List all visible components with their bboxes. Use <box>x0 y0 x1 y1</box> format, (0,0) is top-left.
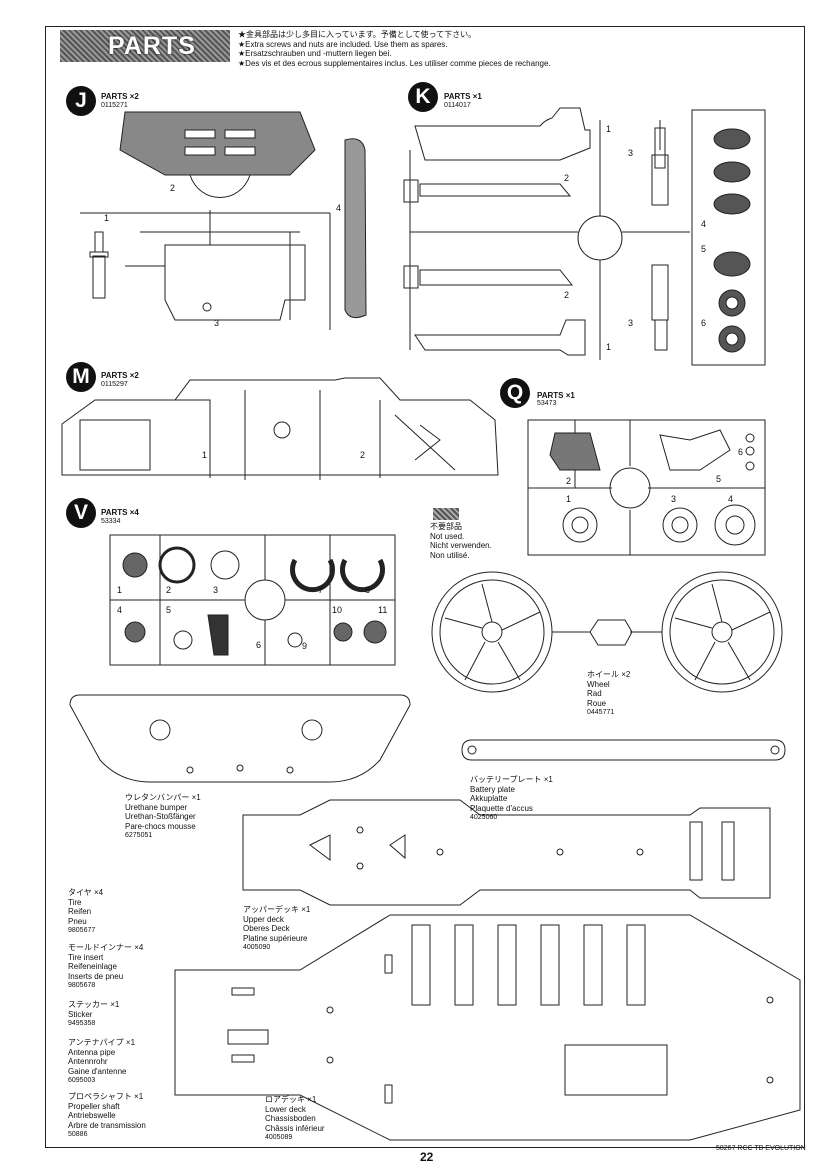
sprue-q-code: 53473 <box>537 400 557 407</box>
part-number: 5 <box>716 474 722 484</box>
lower-deck-drawing <box>175 915 800 1140</box>
part-number: 8 <box>365 585 371 595</box>
wheel-drawing <box>432 572 782 692</box>
part-number: 7 <box>318 585 324 595</box>
note-fr: ★Des vis et des ecrous supplementaires i… <box>238 58 551 68</box>
upper-deck-drawing <box>243 800 770 905</box>
part-number: 4 <box>336 203 342 213</box>
part-number: 6 <box>701 318 707 328</box>
part-number: 1 <box>104 213 110 223</box>
part-number: 2 <box>360 450 366 460</box>
part-number: 4 <box>117 605 123 615</box>
part-number: 11 <box>378 605 388 615</box>
part-number: 3 <box>671 494 677 504</box>
part-number: 1 <box>117 585 123 595</box>
sprue-k-badge: K <box>408 82 438 112</box>
sprue-q-badge: Q <box>500 378 530 408</box>
sprue-j-badge: J <box>66 86 96 116</box>
part-number: 1 <box>606 342 612 352</box>
parts-banner: PARTS <box>60 30 230 62</box>
bumper-drawing <box>70 695 410 782</box>
model-footer: 58267 RCC TB EVOLUTION <box>716 1145 806 1152</box>
sprue-v-code: 53334 <box>101 518 121 525</box>
sprue-m-code: 0115297 <box>101 381 128 388</box>
part-number: 1 <box>202 450 208 460</box>
not-used-swatch <box>433 508 459 520</box>
part-number: 3 <box>628 148 634 158</box>
part-number: 3 <box>214 318 220 328</box>
part-number: 4 <box>701 219 707 229</box>
sprue-j-code: 0115271 <box>101 102 128 109</box>
sprue-j-title: PARTS ×2 <box>101 92 139 101</box>
sprue-v-title: PARTS ×4 <box>101 508 139 517</box>
sprue-k-code: 0114017 <box>444 102 471 109</box>
page-number: 22 <box>420 1150 434 1164</box>
sprue-v-badge: V <box>66 498 96 528</box>
sprue-k-drawing <box>404 108 765 365</box>
spare-parts-notes: ★金具部品は少し多目に入っています。予備として使って下さい。 ★Extra sc… <box>238 30 551 68</box>
part-number: 3 <box>213 585 219 595</box>
part-number: 5 <box>166 605 172 615</box>
note-de: ★Ersatzschrauben und -muttern liegen bei… <box>238 49 392 59</box>
sprue-q-drawing <box>528 420 765 555</box>
sprue-m-drawing <box>62 378 498 480</box>
battery-plate-drawing <box>462 740 785 760</box>
sprue-k-title: PARTS ×1 <box>444 92 482 101</box>
part-number: 2 <box>170 183 176 193</box>
note-en: ★Extra screws and nuts are included. Use… <box>238 39 448 49</box>
part-number: 9 <box>302 641 308 651</box>
sprue-m-badge: M <box>66 362 96 392</box>
part-number: 2 <box>564 290 570 300</box>
part-number: 10 <box>332 605 343 615</box>
part-number: 6 <box>738 447 744 457</box>
sprue-q-title: PARTS ×1 <box>537 391 575 400</box>
part-number: 2 <box>166 585 172 595</box>
part-number: 4 <box>728 494 734 504</box>
page-title: PARTS <box>108 32 196 60</box>
part-number: 2 <box>566 476 572 486</box>
part-number: 3 <box>628 318 634 328</box>
part-number: 5 <box>701 244 707 254</box>
part-number: 1 <box>606 124 612 134</box>
sprue-j-drawing <box>80 112 366 330</box>
sprue-v-drawing <box>110 535 395 665</box>
note-jp: ★金具部品は少し多目に入っています。予備として使って下さい。 <box>238 30 477 39</box>
part-number: 1 <box>566 494 572 504</box>
page-frame <box>45 26 805 1148</box>
sprue-m-title: PARTS ×2 <box>101 371 139 380</box>
part-number: 6 <box>256 640 262 650</box>
part-number: 2 <box>564 173 570 183</box>
